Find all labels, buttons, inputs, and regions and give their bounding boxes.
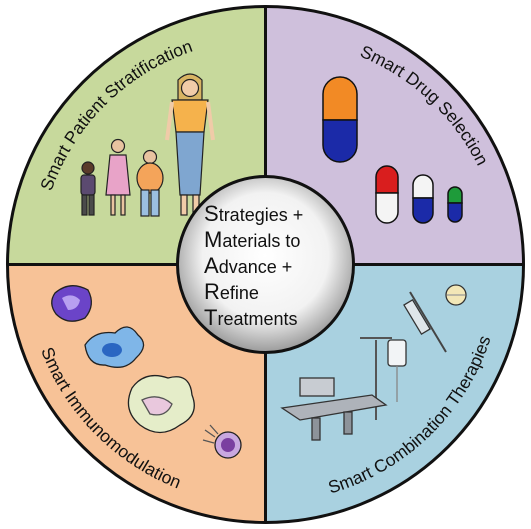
center-line-4: Refine bbox=[204, 279, 259, 304]
capsule-icon bbox=[322, 76, 463, 224]
people-group-icon bbox=[80, 73, 215, 217]
center-line-5: Treatments bbox=[204, 305, 298, 330]
center-text-block: Strategies + Materials to Advance + Refi… bbox=[204, 201, 303, 330]
medical-equipment-icon bbox=[280, 284, 467, 441]
center-line-3: Advance + bbox=[204, 253, 292, 278]
wheel-outline bbox=[6, 5, 525, 524]
immune-cells-icon bbox=[51, 285, 242, 459]
center-line-2: Materials to bbox=[204, 227, 300, 252]
center-line-1: Strategies + bbox=[204, 201, 303, 226]
center-hub bbox=[176, 175, 355, 354]
